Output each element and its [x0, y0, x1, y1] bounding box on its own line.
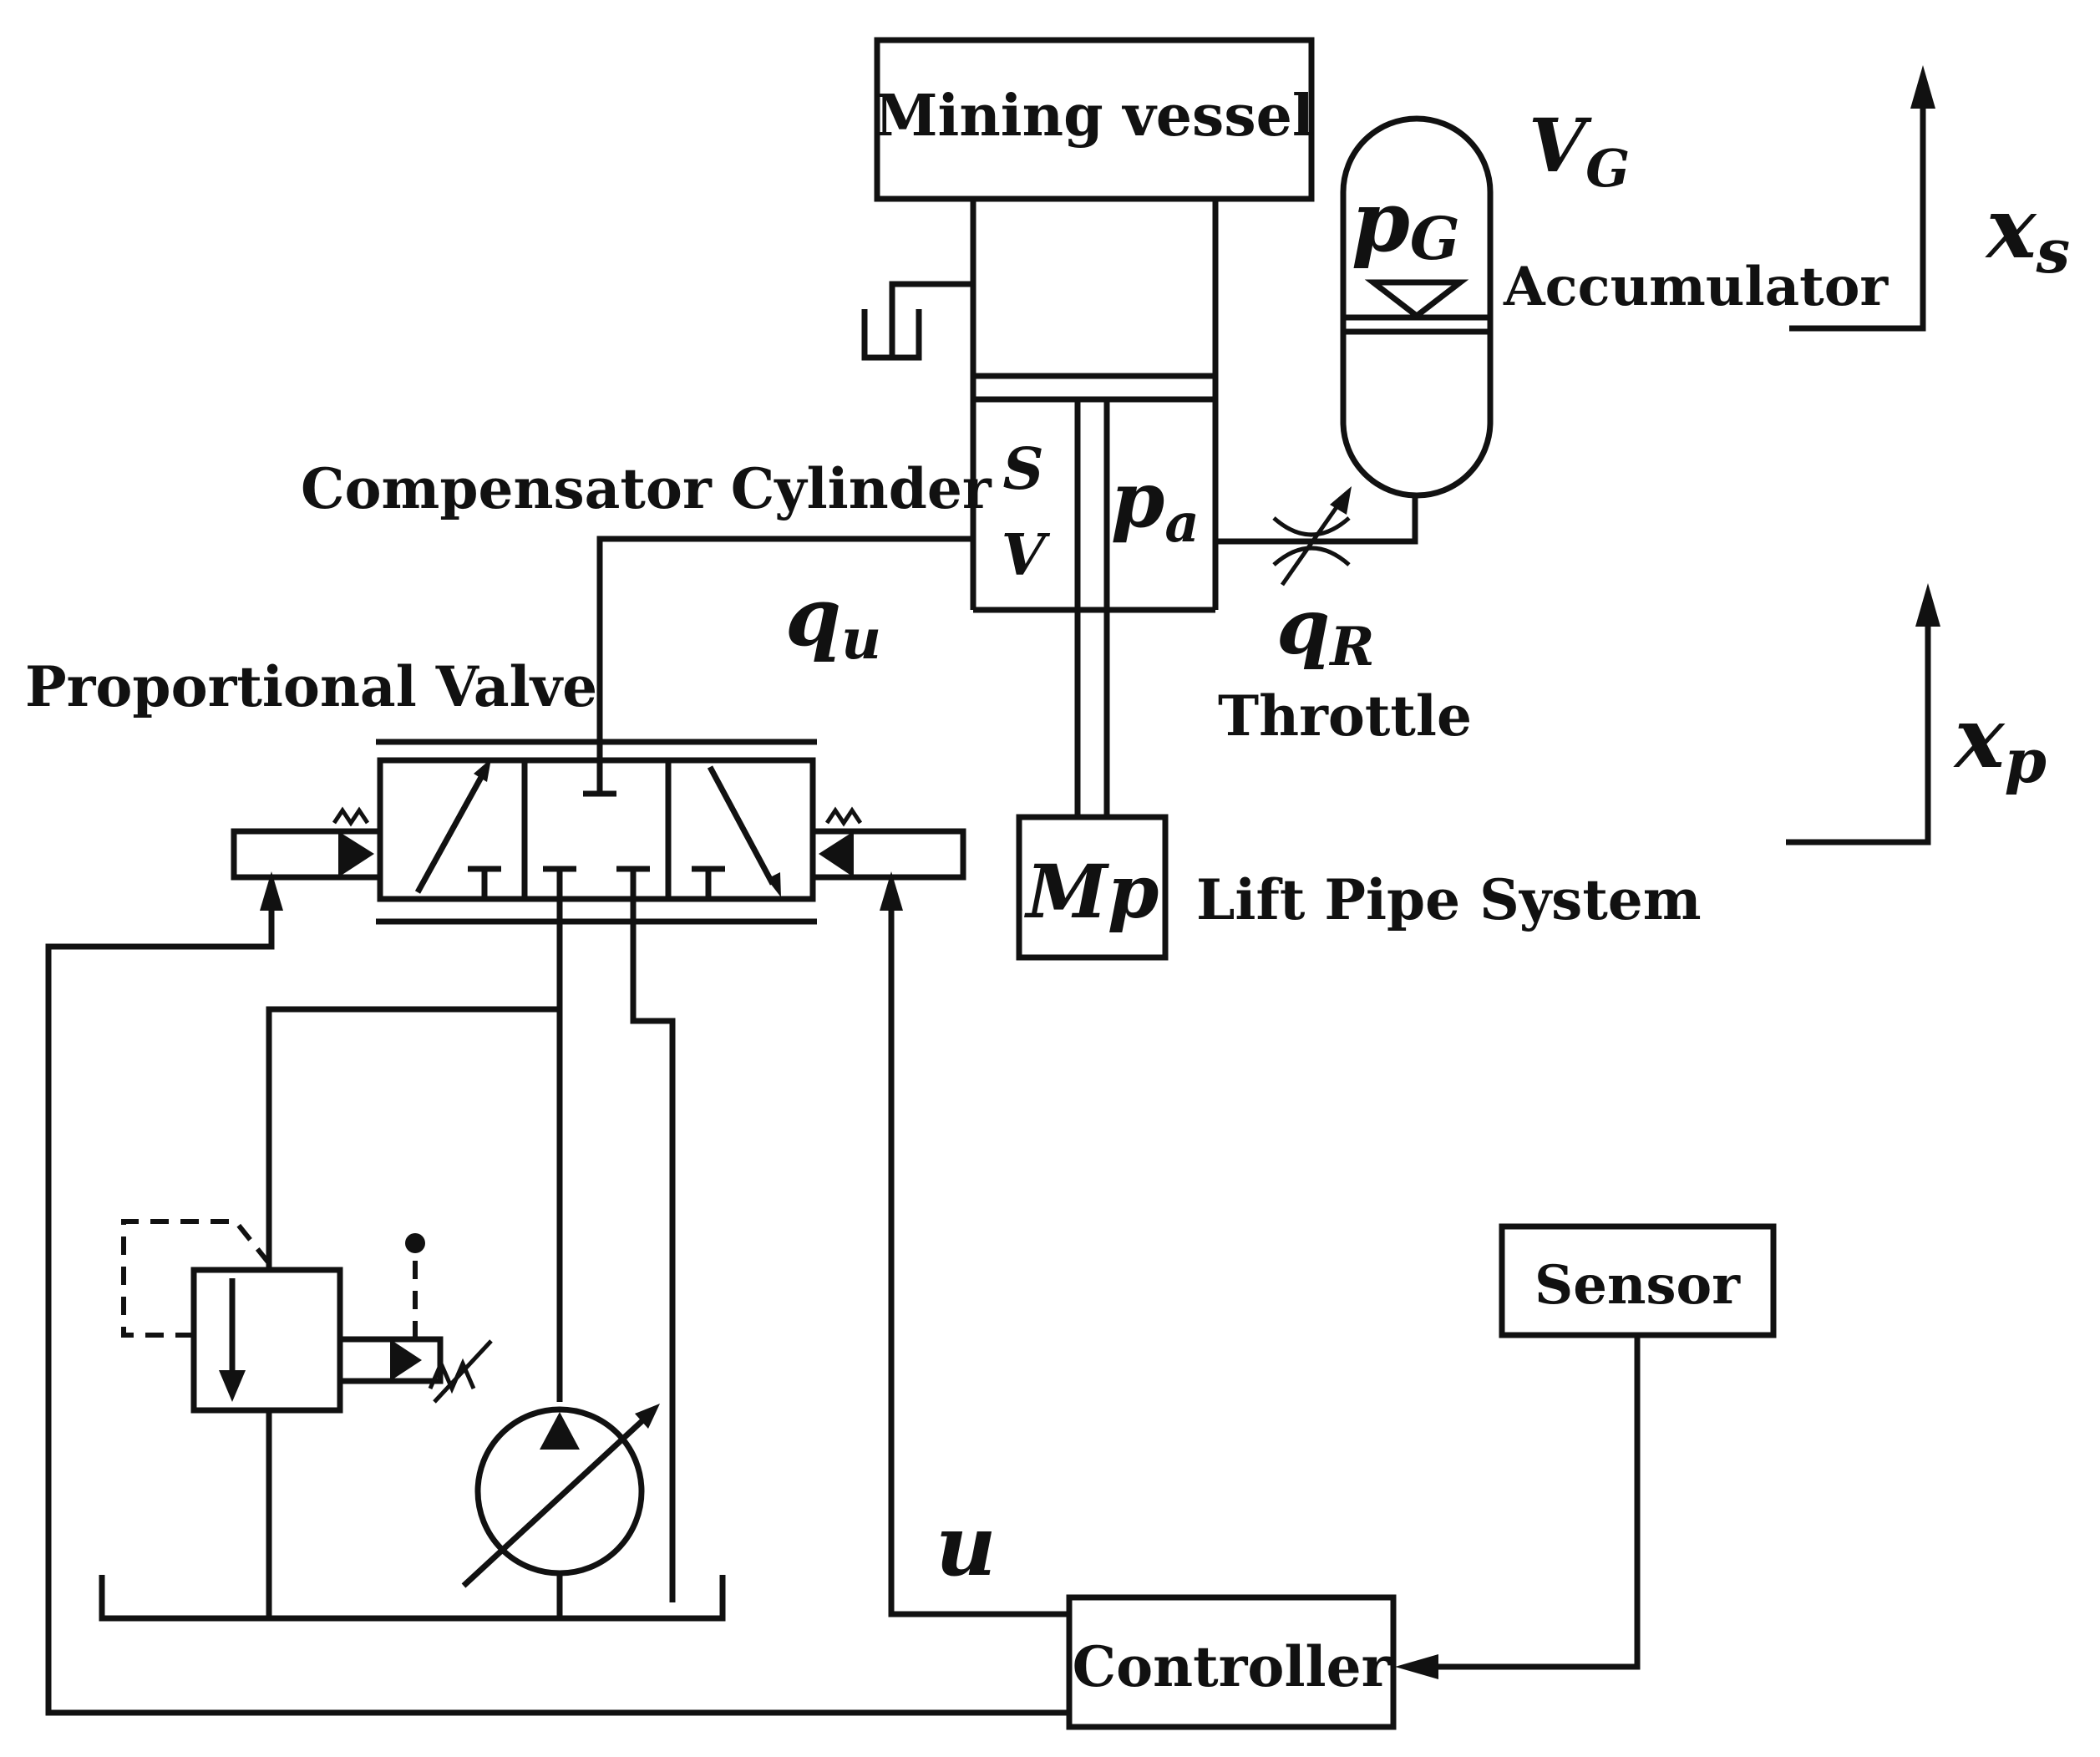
s-label: S — [1002, 436, 1043, 503]
lift-pipe-system-label: Lift Pipe System — [1196, 867, 1702, 932]
proportional-valve-label: Proportional Valve — [25, 654, 597, 719]
sensor: Sensor — [1395, 1223, 1777, 1679]
accumulator-label: Accumulator — [1503, 256, 1889, 318]
supply-circuit — [99, 899, 726, 1622]
v-label: V — [1002, 522, 1051, 589]
mining-vessel: Mining vessel — [874, 37, 1315, 202]
xp-arrow — [1786, 583, 1940, 845]
proportional-valve — [231, 739, 966, 925]
xs-arrow — [1789, 65, 1935, 332]
xs-label: xs — [1985, 179, 2070, 287]
compensator-cylinder: S V pa — [861, 199, 1219, 817]
throttle-label: Throttle — [1218, 683, 1472, 749]
vg-label: VG — [1529, 102, 1630, 199]
pa-label: pa — [1111, 454, 1200, 555]
xp-label: xp — [1953, 688, 2047, 796]
accumulator: pG — [1215, 115, 1494, 545]
controller: Controller — [1066, 1594, 1397, 1730]
compensator-cylinder-label: Compensator Cylinder — [301, 456, 992, 521]
mining-vessel-label: Mining vessel — [875, 83, 1313, 150]
control-line-left — [45, 871, 1069, 1716]
pg-label: pG — [1352, 172, 1460, 273]
u-label: u — [936, 1496, 997, 1595]
qu-label: qu — [785, 570, 881, 672]
control-line-right — [880, 871, 1069, 1617]
controller-label: Controller — [1073, 1634, 1392, 1699]
qr-label: qR — [1276, 581, 1375, 678]
mp-label: Mp — [1024, 848, 1159, 935]
throttle — [1272, 486, 1352, 587]
lift-pipe-mass: Mp — [1016, 814, 1169, 961]
sensor-label: Sensor — [1534, 1254, 1741, 1317]
